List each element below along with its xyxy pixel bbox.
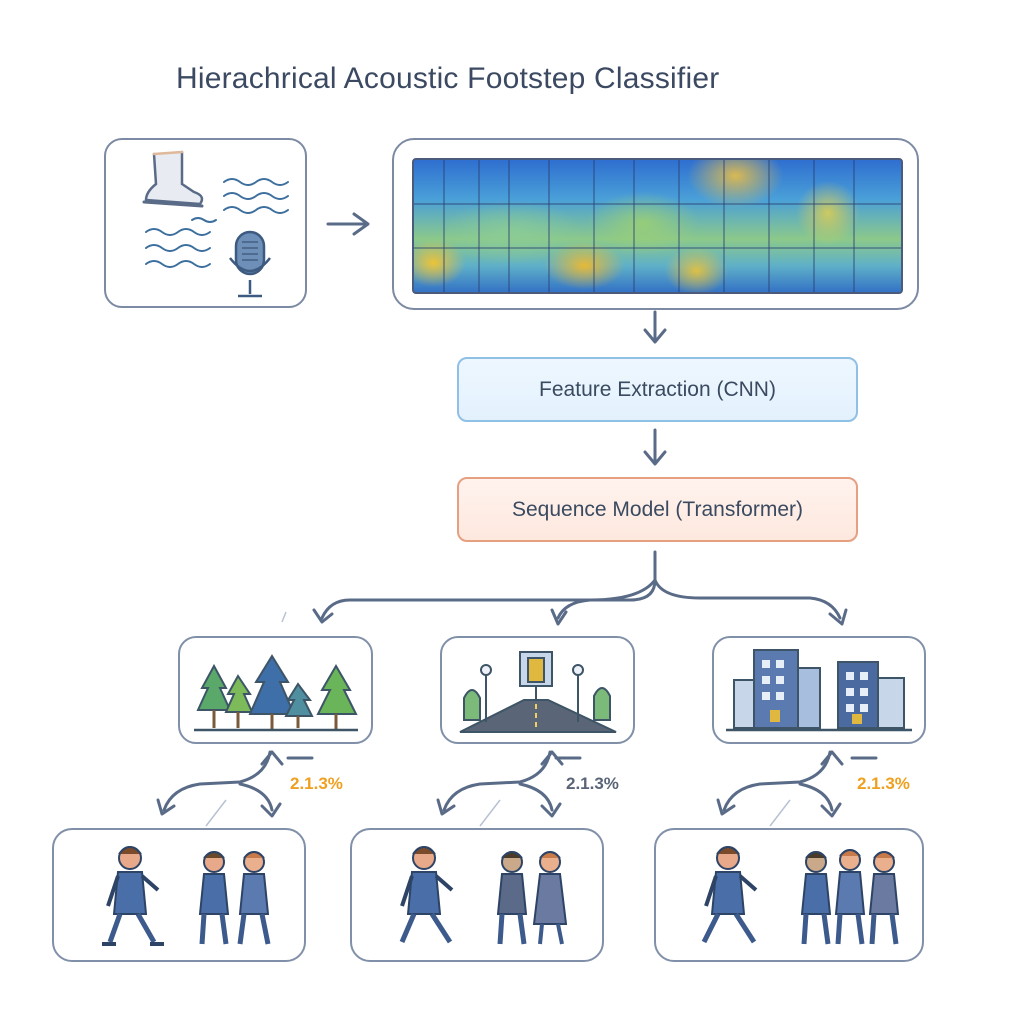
audio-input-card xyxy=(104,138,307,308)
walking-people-icon xyxy=(399,846,568,945)
microphone-icon xyxy=(229,230,271,298)
walking-people-icon xyxy=(102,846,271,946)
sequence-model-transformer-box: Sequence Model (Transformer) xyxy=(457,477,858,542)
arrow-cnn-to-transformer xyxy=(643,428,667,466)
arrow-input-to-spectrogram xyxy=(326,212,370,236)
arrow-branch-left xyxy=(312,550,657,624)
environment-card-city xyxy=(712,636,926,744)
probability-label-street: 2.1.3% xyxy=(566,774,619,793)
spectrogram-grid xyxy=(414,160,901,292)
arrow-forest-up xyxy=(156,750,272,816)
arrow-spectrogram-to-cnn xyxy=(643,310,667,344)
feature-extraction-cnn-box: Feature Extraction (CNN) xyxy=(457,357,858,422)
shoe-icon xyxy=(144,150,204,206)
arrow-city-up xyxy=(716,750,832,816)
footstep-sound-icon xyxy=(142,150,289,298)
arrow-branch-right xyxy=(653,578,848,626)
arrow-forest-right xyxy=(238,782,282,818)
probability-label-forest: 2.1.3% xyxy=(290,774,343,793)
city-buildings-icon xyxy=(726,649,912,732)
environment-card-forest xyxy=(178,636,373,744)
arrow-street-up xyxy=(436,750,552,816)
walking-people-icon xyxy=(701,846,900,945)
spectrogram-card xyxy=(392,138,919,310)
arrow-city-right xyxy=(798,782,842,818)
environment-card-street xyxy=(440,636,635,744)
arrow-street-right xyxy=(518,782,562,818)
spectrogram-image xyxy=(412,158,903,294)
people-card-middle xyxy=(350,828,604,962)
people-card-left xyxy=(52,828,306,962)
sound-waves-icon xyxy=(145,178,289,268)
diagram-title: Hierachrical Acoustic Footstep Classifie… xyxy=(176,62,720,95)
forest-icon xyxy=(194,654,358,732)
arrow-branch-middle xyxy=(550,578,657,626)
people-card-right xyxy=(654,828,924,962)
probability-label-city: 2.1.3% xyxy=(857,774,910,793)
street-icon xyxy=(459,651,617,733)
